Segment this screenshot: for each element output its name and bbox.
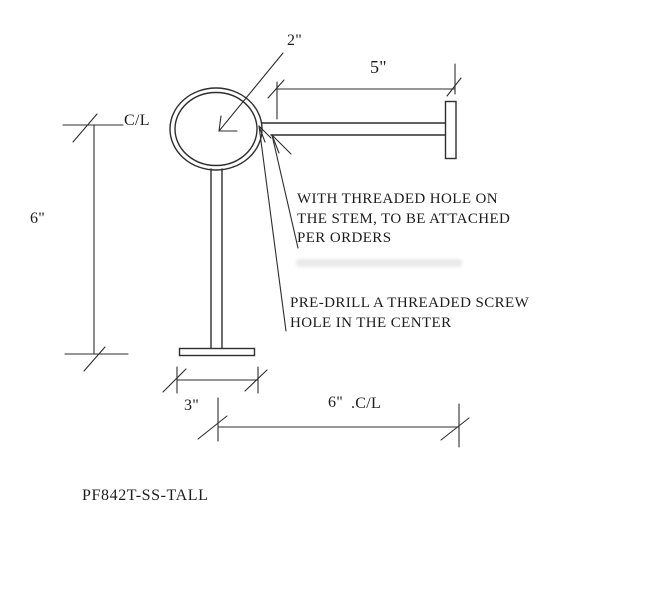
note-threaded-hole-line2: THE STEM, TO BE ATTACHED bbox=[297, 210, 511, 227]
dimension-arm-offset bbox=[197, 397, 470, 448]
dimension-arm-length bbox=[267, 63, 462, 120]
dimension-post-height bbox=[62, 113, 129, 372]
dim-label-post-height: 6" bbox=[30, 210, 46, 227]
leader-center-hole bbox=[218, 52, 284, 132]
leader-pre-drill-note bbox=[258, 125, 287, 332]
note-threaded-hole: WITH THREADED HOLE ON THE STEM, TO BE AT… bbox=[297, 190, 510, 249]
dim-label-arm-offset: 6" bbox=[328, 394, 344, 411]
arm-outline bbox=[261, 122, 447, 136]
note-threaded-hole-line3: PER ORDERS bbox=[297, 230, 392, 246]
note-pre-drill-line2: HOLE IN THE CENTER bbox=[290, 314, 452, 331]
dim-label-arm-length: 5" bbox=[370, 57, 387, 77]
note-pre-drill-line1: PRE-DRILL A THREADED SCREW bbox=[290, 295, 530, 311]
leader-threaded-hole-note bbox=[271, 134, 299, 249]
note-pre-drill: PRE-DRILL A THREADED SCREW HOLE IN THE C… bbox=[290, 294, 529, 333]
collar-outer-circle bbox=[169, 87, 263, 171]
part-number: PF842T-SS-TALL bbox=[82, 487, 209, 504]
dimension-base-width bbox=[162, 366, 268, 394]
collar-inner-circle bbox=[174, 91, 258, 167]
stem-outline bbox=[210, 168, 223, 350]
centerline-label-top: C/L bbox=[124, 112, 150, 129]
dim-label-center-hole: 2" bbox=[287, 32, 303, 49]
erased-text-artifact bbox=[296, 259, 462, 267]
centerline-label-bottom: .C/L bbox=[351, 395, 382, 412]
note-threaded-hole-line1: WITH THREADED HOLE ON bbox=[297, 191, 499, 207]
dim-label-base-width: 3" bbox=[184, 397, 200, 414]
arm-end-plate bbox=[444, 100, 457, 160]
base-plate bbox=[178, 347, 256, 357]
